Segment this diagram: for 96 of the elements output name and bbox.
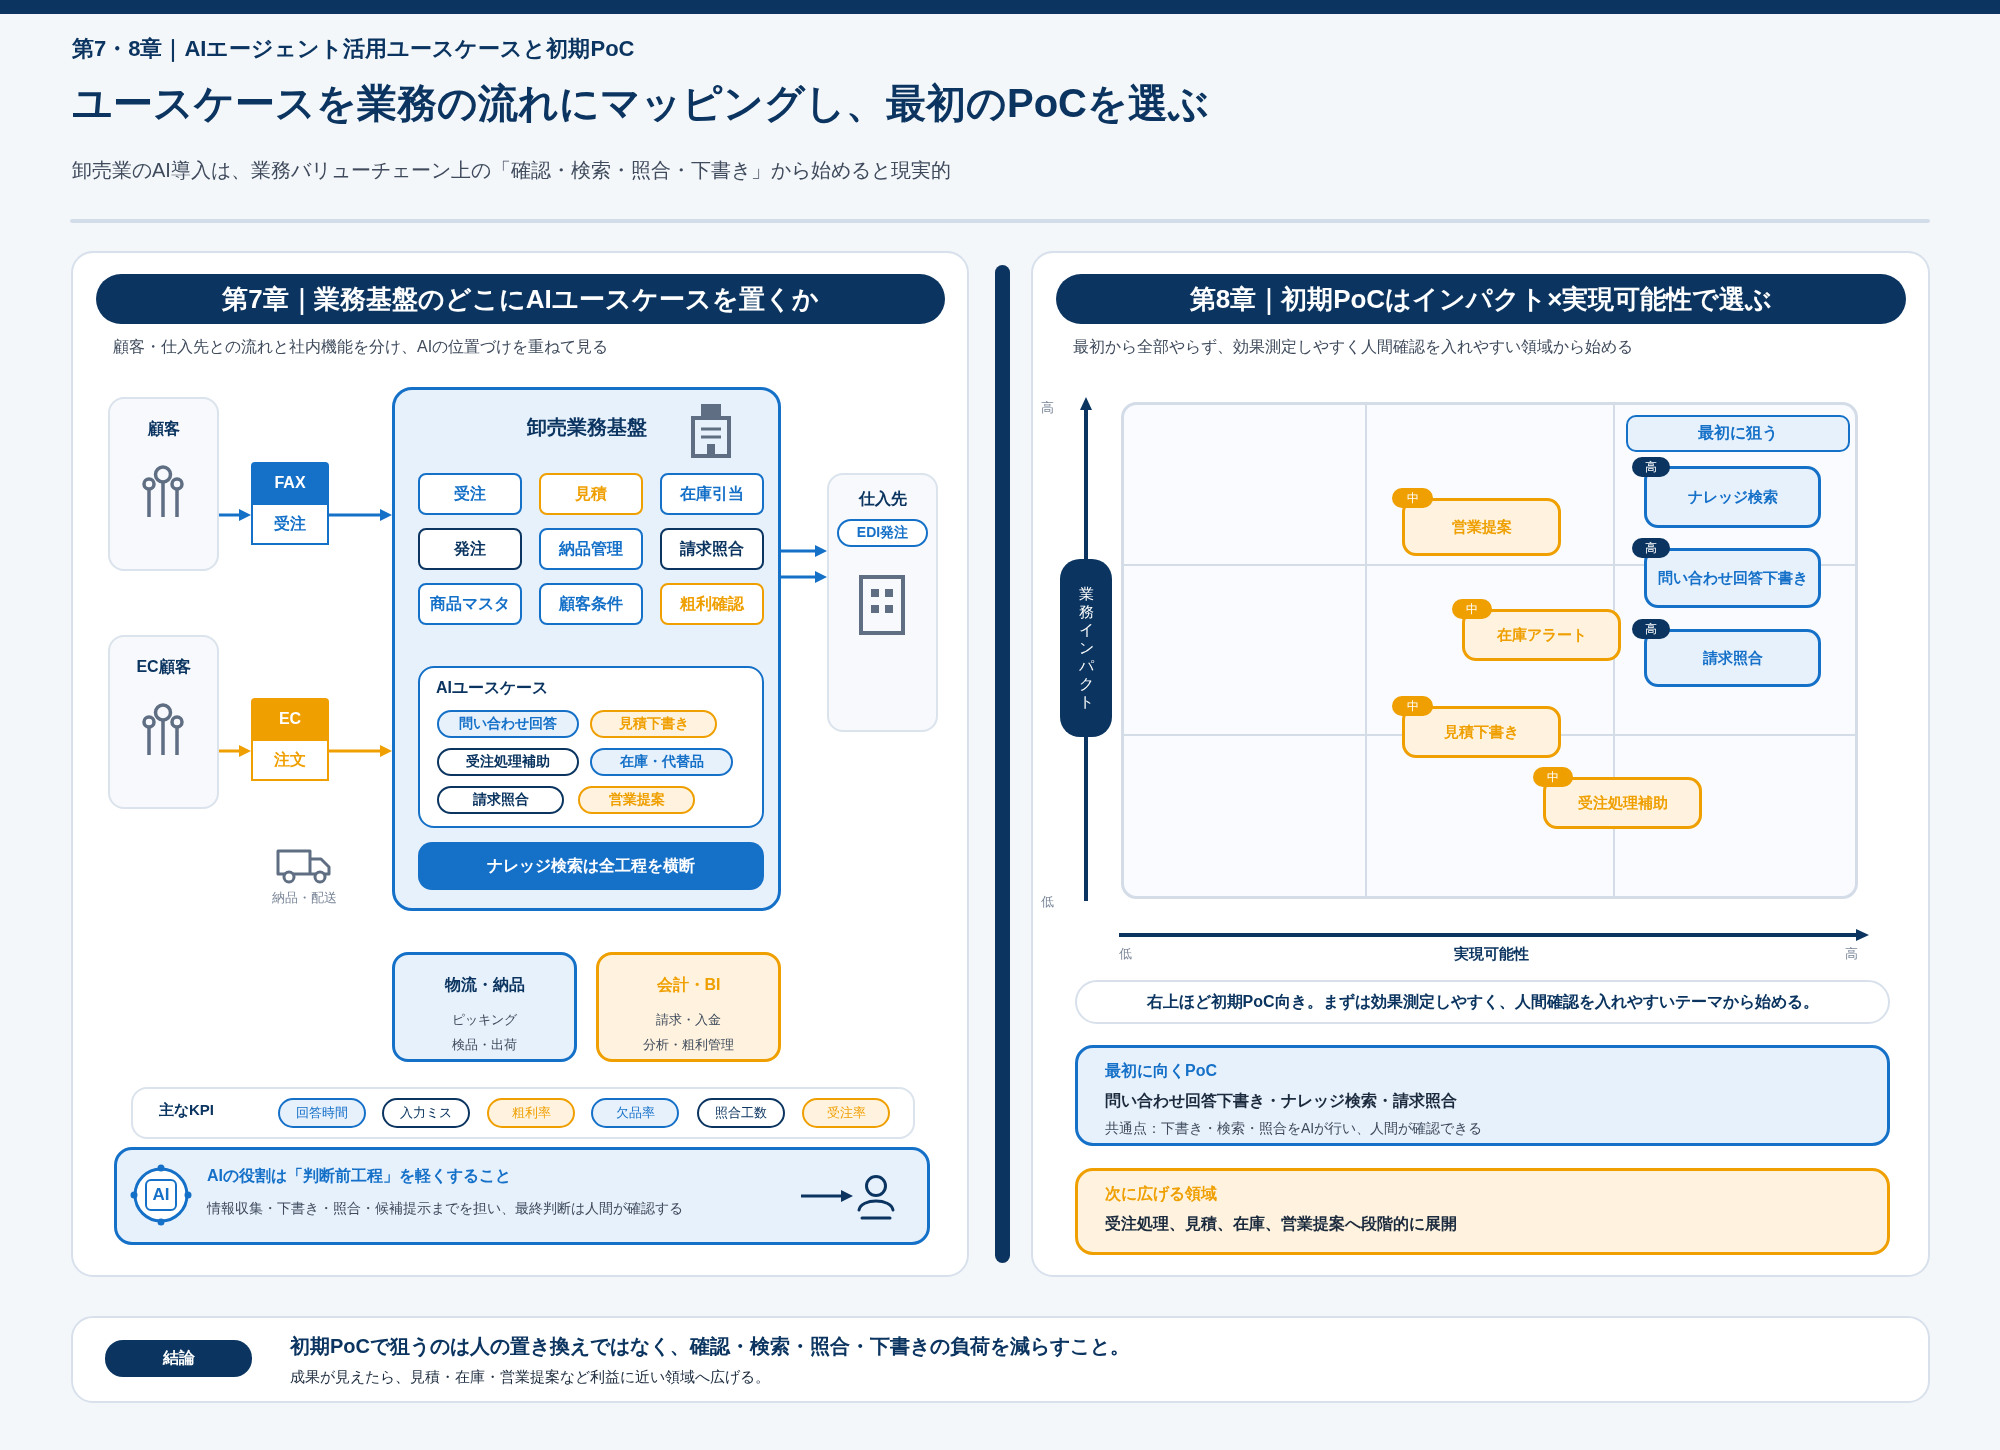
- platform-panel: [392, 387, 781, 911]
- ai-chip: AI: [145, 1179, 177, 1211]
- level-tag: 中: [1533, 767, 1573, 787]
- kpi-band: [131, 1087, 915, 1139]
- card-heading: 仕入先: [858, 489, 907, 509]
- kpi-tag: 粗利率: [487, 1098, 575, 1128]
- usecase-tag: 受注処理補助: [437, 748, 579, 776]
- card-item: 請求・入金: [656, 1011, 721, 1029]
- callout-text: 情報収集・下書き・照合・候補提示までを担い、最終判断は人間が確認する: [207, 1200, 683, 1218]
- callout-card: [114, 1147, 930, 1245]
- card-heading: 次に広げる領域: [1105, 1184, 1217, 1204]
- function-box: 受注: [418, 473, 522, 515]
- kpi-tag: 照合工数: [697, 1098, 785, 1128]
- channel-header: FAX: [251, 462, 329, 503]
- function-box: 発注: [418, 528, 522, 570]
- axis-tick-label: 低: [1041, 893, 1054, 911]
- level-tag: 中: [1452, 599, 1492, 619]
- arrow: [329, 509, 392, 521]
- usecase-tag: 請求照合: [437, 786, 564, 814]
- band-heading: 主なKPI: [159, 1101, 214, 1120]
- function-box: 請求照合: [660, 528, 764, 570]
- kpi-tag: 回答時間: [278, 1098, 366, 1128]
- conclusion-card: [71, 1316, 1930, 1403]
- level-tag: 高: [1632, 457, 1670, 477]
- axis-tick-label: 高: [1845, 945, 1858, 963]
- divider-bar: [995, 265, 1010, 1263]
- level-tag: 中: [1392, 488, 1433, 508]
- conclusion-tag: 結論: [105, 1340, 252, 1377]
- usecase-tag: 問い合わせ回答: [437, 710, 579, 738]
- page-title: ユースケースを業務の流れにマッピングし、最初のPoCを選ぶ: [72, 80, 1209, 127]
- card-item: 分析・粗利管理: [643, 1036, 734, 1054]
- page-subtitle: 卸売業のAI導入は、業務バリューチェーン上の「確認・検索・照合・下書き」から始めると現実的: [72, 158, 951, 183]
- function-card: [392, 952, 577, 1062]
- level-tag: 中: [1392, 696, 1433, 716]
- card-heading: 最初に向くPoC: [1105, 1061, 1217, 1081]
- kpi-tag: 入力ミス: [382, 1098, 470, 1128]
- card-heading: 物流・納品: [444, 975, 525, 995]
- card-heading: 会計・BI: [656, 975, 721, 995]
- kpi-tag: 欠品率: [591, 1098, 679, 1128]
- channel-header: EC: [251, 698, 329, 739]
- channel-tag: EDI発注: [837, 519, 928, 547]
- function-box: 見積: [539, 473, 643, 515]
- panel-subtitle: 最初から全部やらず、効果測定しやすく人間確認を入れやすい領域から始める: [1073, 337, 1633, 357]
- axis-title: 実現可能性: [1453, 945, 1529, 964]
- usecase-tag: 在庫・代替品: [590, 748, 733, 776]
- summary-card: [1075, 1045, 1890, 1146]
- conclusion-subtext: 成果が見えたら、見積・在庫・営業提案など利益に近い領域へ広げる。: [290, 1368, 770, 1387]
- panel-subtitle: 顧客・仕入先との流れと社内機能を分け、AIの位置づけを重ねて見る: [113, 337, 609, 357]
- function-box: 納品管理: [539, 528, 643, 570]
- arrow: [219, 509, 251, 521]
- card-heading: EC顧客: [136, 657, 191, 677]
- arrow: [801, 1190, 853, 1202]
- header-bar: [0, 0, 2000, 14]
- card-text: 受注処理、見積、在庫、営業提案へ段階的に展開: [1105, 1214, 1457, 1234]
- card-heading: 顧客: [147, 419, 180, 439]
- arrow: [219, 745, 251, 757]
- card-text: 問い合わせ回答下書き・ナレッジ検索・請求照合: [1105, 1091, 1457, 1111]
- axis-tick-label: 低: [1119, 945, 1132, 963]
- panel-card: [71, 251, 969, 1277]
- axis-tick-label: 高: [1041, 399, 1054, 417]
- callout-heading: AIの役割は「判断前工程」を軽くすること: [207, 1166, 511, 1186]
- panel-header: 第8章｜初期PoCはインパクト×実現可能性で選ぶ: [1056, 274, 1906, 324]
- conclusion-text: 初期PoCで狙うのは人の置き換えではなく、確認・検索・照合・下書きの負荷を減らすこと。: [290, 1334, 1130, 1359]
- axis-title: 業務インパクト: [1060, 559, 1112, 737]
- summary-card: [1075, 1168, 1890, 1255]
- usecase-tag: 見積下書き: [590, 710, 717, 738]
- card-item: 検品・出荷: [452, 1036, 517, 1054]
- arrow: [781, 571, 827, 583]
- note-card: 右上ほど初期PoC向き。まずは効果測定しやすく、人間確認を入れやすいテーマから始める。: [1075, 980, 1890, 1024]
- kpi-tag: 受注率: [802, 1098, 890, 1128]
- actor-card: [827, 473, 938, 732]
- function-box: 在庫引当: [660, 473, 764, 515]
- arrow: [329, 745, 392, 757]
- knowledge-bar: ナレッジ検索は全工程を横断: [418, 842, 764, 890]
- panel-card: [1031, 251, 1930, 1277]
- zone-label: 最初に狙う: [1626, 415, 1850, 452]
- channel-label: 注文: [251, 739, 329, 781]
- caption-text: 納品・配送: [271, 889, 337, 907]
- actor-card: [108, 397, 219, 571]
- card-note: 共通点：下書き・検索・照合をAIが行い、人間が確認できる: [1105, 1120, 1483, 1138]
- channel-label: 受注: [251, 503, 329, 545]
- function-box: 商品マスタ: [418, 583, 522, 625]
- panel-header: 第7章｜業務基盤のどこにAIユースケースを置くか: [96, 274, 945, 324]
- level-tag: 高: [1632, 538, 1670, 558]
- panel-heading: AIユースケース: [436, 678, 548, 698]
- panel-heading: 卸売業務基盤: [526, 415, 647, 440]
- arrow: [781, 545, 827, 557]
- card-item: ピッキング: [452, 1011, 517, 1029]
- chapter-label: 第7・8章｜AIエージェント活用ユースケースと初期PoC: [72, 35, 635, 64]
- function-box: 顧客条件: [539, 583, 643, 625]
- actor-card: [108, 635, 219, 809]
- function-card: [596, 952, 781, 1062]
- level-tag: 高: [1632, 619, 1670, 639]
- function-box: 粗利確認: [660, 583, 764, 625]
- usecase-tag: 営業提案: [578, 786, 695, 814]
- usecase-panel: [418, 666, 764, 828]
